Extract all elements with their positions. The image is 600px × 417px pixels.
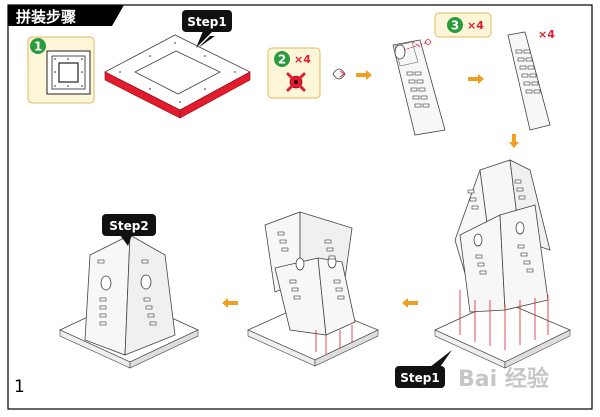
- badge-three-label: 3: [451, 19, 459, 33]
- callout-step1-bottom-label: Step1: [400, 371, 439, 385]
- title-tab: 拼装步骤: [8, 5, 124, 26]
- clip-icon: [332, 68, 346, 80]
- part-two-box: 2 ×4: [267, 47, 321, 99]
- badge-two: [274, 51, 290, 67]
- orange-arrow-icon: [356, 70, 372, 80]
- page-number: 1: [14, 377, 25, 397]
- callout-step1-top: Step1: [182, 10, 232, 48]
- orange-arrow-icon: [509, 134, 519, 148]
- red-connector-icon: [286, 72, 306, 92]
- page-frame: [7, 4, 593, 410]
- assembly-left: [59, 234, 199, 369]
- badge-two-label: 2: [278, 53, 286, 67]
- orange-arrow-icon: [468, 74, 484, 84]
- callout-step1-top-label: Step1: [187, 15, 226, 29]
- base-plate-top: [104, 34, 251, 119]
- watermark: Bai 经验: [458, 366, 549, 392]
- part-one-box: 1: [27, 36, 95, 104]
- panel-count: ×4: [538, 28, 555, 41]
- orange-arrow-icon: [222, 298, 238, 308]
- page-title: 拼装步骤: [16, 8, 76, 26]
- badge-one: [30, 38, 46, 54]
- badge-one-label: 1: [34, 40, 42, 54]
- badge-three-count: ×4: [467, 19, 484, 32]
- badge-two-count: ×4: [294, 53, 311, 66]
- badge-three: [447, 17, 463, 33]
- assembly-middle: [247, 211, 379, 367]
- part-three-callout: 3 ×4: [434, 12, 492, 38]
- callout-step1-bottom: Step1: [395, 350, 452, 388]
- orange-arrow-icon: [402, 298, 418, 308]
- callout-step2: Step2: [102, 214, 156, 246]
- panel-with-clips: [392, 39, 446, 136]
- callout-step2-label: Step2: [109, 219, 148, 233]
- assembly-right: [434, 159, 571, 369]
- panel-single: ×4: [507, 28, 555, 131]
